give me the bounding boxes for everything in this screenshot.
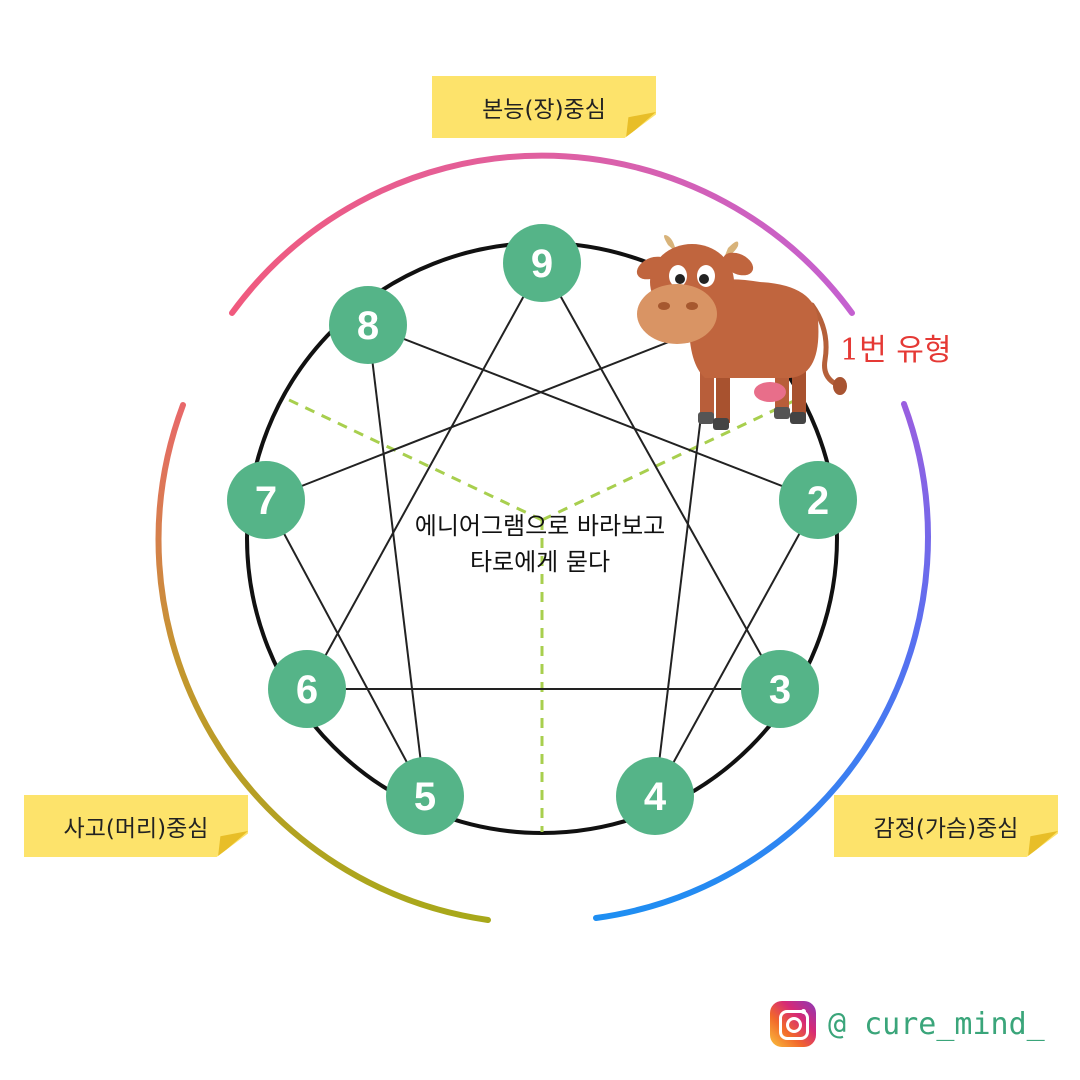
node-5-label: 5 (414, 775, 436, 819)
instagram-icon (770, 1001, 816, 1047)
node-6-label: 6 (296, 668, 318, 712)
node-7: 7 (227, 461, 305, 539)
thinking-center-label: 사고(머리)중심 (64, 809, 209, 843)
node-2: 2 (779, 461, 857, 539)
cow-illustration (633, 235, 847, 430)
node-5: 5 (386, 757, 464, 835)
feeling-center-note: 감정(가슴)중심 (834, 795, 1058, 857)
node-4-label: 4 (644, 775, 667, 819)
feeling-center-label: 감정(가슴)중심 (874, 809, 1019, 843)
center-caption-line-2: 타로에게 묻다 (360, 544, 720, 580)
instinct-center-note: 본능(장)중심 (432, 76, 656, 138)
node-9: 9 (503, 224, 581, 302)
center-caption-line-1: 에니어그램으로 바라보고 (360, 508, 720, 544)
instagram-handle: @ cure_mind_ (828, 1007, 1045, 1042)
node-2-label: 2 (807, 479, 829, 523)
node-9-label: 9 (531, 242, 553, 286)
node-6: 6 (268, 650, 346, 728)
node-8-label: 8 (357, 304, 379, 348)
node-3: 3 (741, 650, 819, 728)
node-8: 8 (329, 286, 407, 364)
node-7-label: 7 (255, 479, 277, 523)
instagram-credit[interactable]: @ cure_mind_ (770, 1000, 1045, 1048)
thinking-center-note: 사고(머리)중심 (24, 795, 248, 857)
instinct-center-label: 본능(장)중심 (482, 90, 606, 124)
node-3-label: 3 (769, 668, 791, 712)
node-4: 4 (616, 757, 694, 835)
type-label: 1번 유형 (840, 325, 951, 369)
center-caption: 에니어그램으로 바라보고 타로에게 묻다 (360, 508, 720, 580)
